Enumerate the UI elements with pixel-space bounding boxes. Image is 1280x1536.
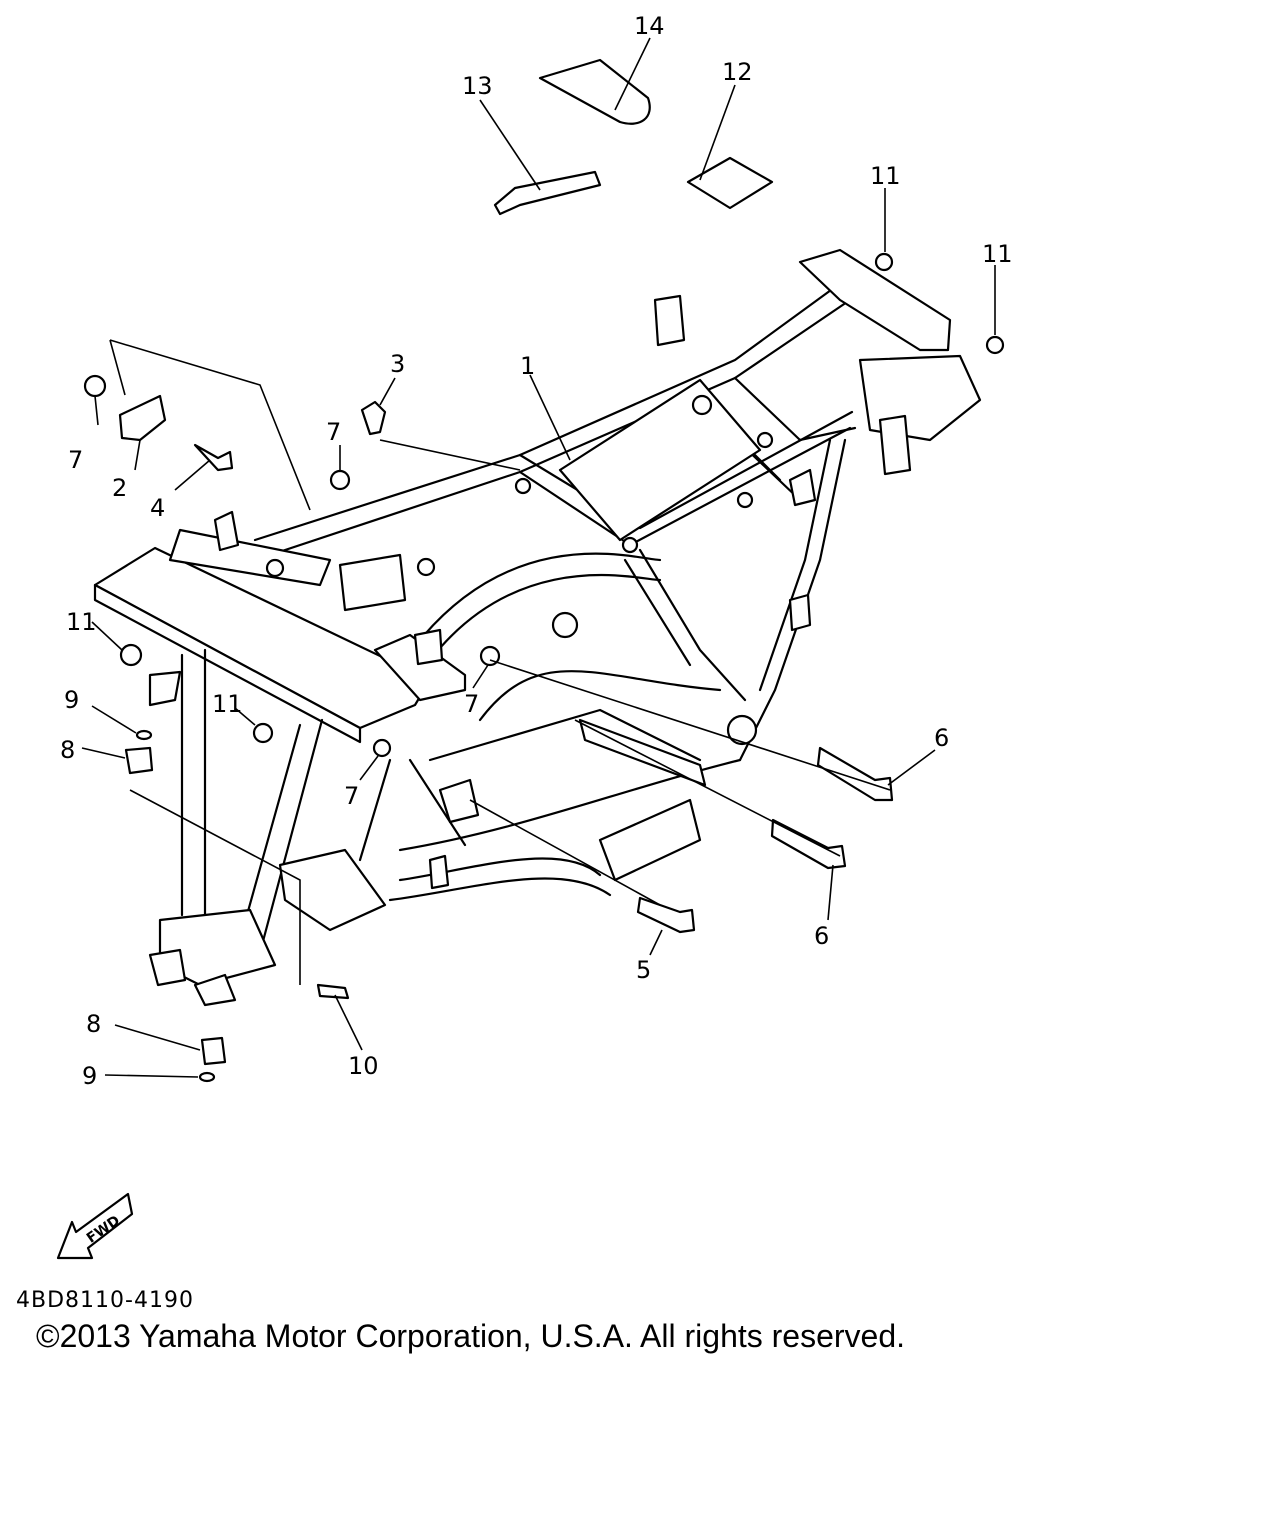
callout-4: 4	[150, 494, 165, 522]
callout-10: 10	[348, 1052, 379, 1080]
part-5-bolt	[636, 896, 696, 934]
part-11-cap-a	[874, 252, 894, 272]
part-10-bolt	[316, 983, 350, 1000]
part-8-grommet-a	[124, 746, 154, 775]
callout-7-c: 7	[464, 690, 479, 718]
part-13-clip	[493, 170, 602, 216]
callout-6-a: 6	[934, 724, 949, 752]
leader-lines	[81, 37, 996, 1078]
part-9-oring-b	[198, 1071, 216, 1083]
part-9-oring-a	[135, 729, 153, 741]
callout-11-a: 11	[870, 162, 901, 190]
callout-11-b: 11	[982, 240, 1013, 268]
part-6-bolt-a	[816, 746, 894, 802]
callout-12: 12	[722, 58, 753, 86]
callout-2: 2	[112, 474, 127, 502]
callout-8-a: 8	[60, 736, 75, 764]
part-3-fitting	[360, 400, 387, 436]
callout-6-b: 6	[814, 922, 829, 950]
callout-9-a: 9	[64, 686, 79, 714]
callout-7-a: 7	[68, 446, 83, 474]
callout-5: 5	[636, 956, 651, 984]
callout-7-b: 7	[326, 418, 341, 446]
callout-14: 14	[634, 12, 665, 40]
drawing-code: 4BD8110-4190	[16, 1288, 194, 1313]
callout-8-b: 8	[86, 1010, 101, 1038]
part-11-cap-b	[985, 335, 1005, 355]
part-11-cap-c	[119, 643, 143, 667]
part-12-label	[686, 156, 774, 210]
callout-11-d: 11	[212, 690, 243, 718]
callout-11-c: 11	[66, 608, 97, 636]
part-7-nut-a	[83, 374, 107, 398]
callout-3: 3	[390, 350, 405, 378]
part-14-plate	[538, 58, 651, 125]
callout-7-d: 7	[344, 782, 359, 810]
loose-parts	[83, 58, 1005, 1083]
fwd-arrow: FWD	[56, 1192, 134, 1260]
part-2-bracket	[118, 394, 167, 442]
part-7-nut-b	[329, 469, 351, 491]
callout-1: 1	[520, 352, 535, 380]
part-11-cap-d	[252, 722, 274, 744]
part-7-nut-d	[372, 738, 392, 758]
callout-13: 13	[462, 72, 493, 100]
part-6-bolt-b	[770, 818, 847, 870]
main-frame	[93, 248, 982, 1007]
copyright-notice: ©2013 Yamaha Motor Corporation, U.S.A. A…	[36, 1318, 906, 1354]
callout-9-b: 9	[82, 1062, 97, 1090]
callout-labels: 14 12 13 11 11 3 1 7 2 4 7 11 9 11 7 8 6…	[60, 12, 1013, 1090]
part-4-bolt	[193, 443, 234, 472]
part-7-nut-c	[479, 645, 501, 667]
part-8-grommet-b	[200, 1036, 227, 1066]
